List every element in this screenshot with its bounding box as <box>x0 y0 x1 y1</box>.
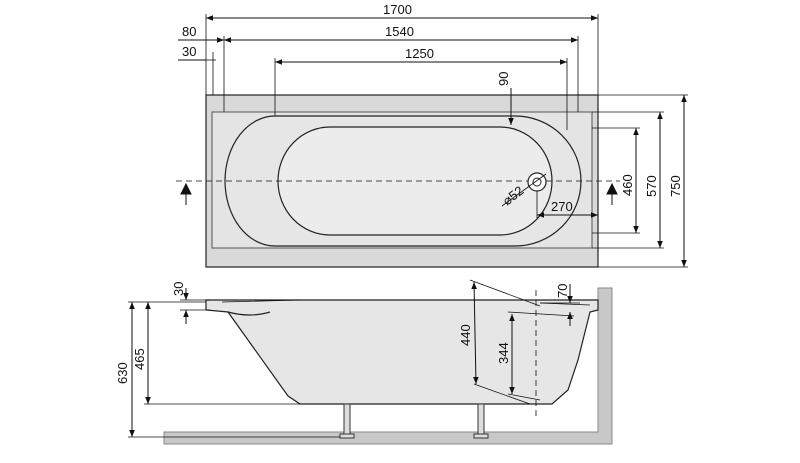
dim-label-30-rim: 30 <box>171 282 186 296</box>
tub-legs <box>339 403 489 439</box>
section-arrow-right-icon <box>606 182 618 205</box>
tub-bottom-outline <box>277 126 553 236</box>
section-arrow-left-icon <box>180 182 192 205</box>
dim-label-460: 460 <box>620 174 635 196</box>
dim-label-630: 630 <box>115 362 130 384</box>
dim-label-440: 440 <box>458 324 473 346</box>
dim-label-270: 270 <box>551 199 573 214</box>
top-view: 1700 1540 1250 80 30 90 ⌀52 270 460 570 <box>176 2 688 268</box>
dim-label-344: 344 <box>496 342 511 364</box>
dim-label-70: 70 <box>555 284 570 298</box>
dim-label-1700: 1700 <box>383 2 412 17</box>
dim-line-440 <box>471 281 479 385</box>
side-view: 630 465 30 70 440 344 <box>115 279 613 445</box>
dim-label-30-top: 30 <box>182 44 196 59</box>
dim-label-465: 465 <box>132 348 147 370</box>
wall-and-floor <box>163 287 613 445</box>
dim-label-80: 80 <box>182 24 196 39</box>
tub-side-profile <box>205 299 599 405</box>
dim-label-1540: 1540 <box>385 24 414 39</box>
dim-label-1250: 1250 <box>405 46 434 61</box>
drain-inner <box>532 177 542 187</box>
dim-label-570: 570 <box>644 175 659 197</box>
dim-label-90: 90 <box>496 72 511 86</box>
dim-label-750: 750 <box>668 175 683 197</box>
